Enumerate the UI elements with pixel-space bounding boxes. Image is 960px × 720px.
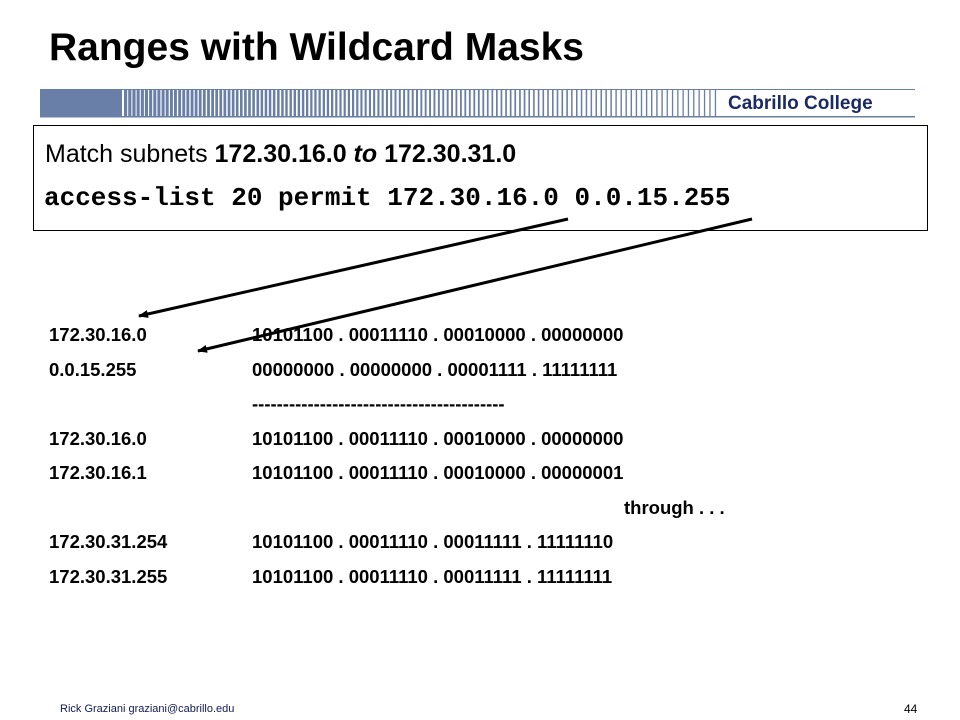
table-row: 172.30.31.254 10101100 . 00011110 . 00011… (49, 525, 725, 560)
slide-title: Ranges with Wildcard Masks (49, 26, 584, 69)
table-row: 172.30.16.0 10101100 . 00011110 . 0001000… (49, 318, 725, 353)
row-separator: ----------------------------------------… (252, 393, 505, 414)
match-line: Match subnets 172.30.16.0 to 172.30.31.0 (45, 136, 516, 172)
arrow-address (138, 217, 569, 318)
acl-box: Match subnets 172.30.16.0 to 172.30.31.0… (33, 125, 928, 231)
match-prefix: Match subnets (45, 140, 215, 168)
row-binary: 10101100 . 00011110 . 00011111 . 1111111… (252, 565, 613, 587)
table-row: 172.30.31.255 10101100 . 00011110 . 00011… (49, 560, 725, 595)
row-binary: 00000000 . 00000000 . 00001111 . 1111111… (252, 358, 618, 380)
row-address: 172.30.16.0 (49, 324, 147, 345)
acl-command: access-list 20 permit 172.30.16.0 0.0.15… (44, 183, 731, 213)
row-through: through . . . (624, 496, 725, 518)
table-row: 0.0.15.255 00000000 . 00000000 . 00001111… (49, 353, 725, 388)
row-address: 0.0.15.255 (49, 358, 137, 380)
footer-author: Rick Graziani graziani@cabrillo.edu (60, 703, 235, 715)
table-row: through . . . (49, 491, 725, 526)
row-binary: 10101100 . 00011110 . 00011111 . 1111111… (252, 531, 614, 552)
row-address: 172.30.31.254 (49, 531, 168, 552)
row-address: 172.30.16.0 (49, 427, 147, 449)
subnet-end: 172.30.31.0 (384, 140, 517, 168)
table-row: 172.30.16.1 10101100 . 00011110 . 0001000… (49, 456, 725, 491)
binary-table: 172.30.16.0 10101100 . 00011110 . 0001000… (49, 318, 725, 594)
row-binary: 10101100 . 00011110 . 00010000 . 0000000… (252, 324, 624, 345)
row-address: 172.30.31.255 (49, 565, 168, 587)
subnet-start: 172.30.16.0 (214, 140, 347, 168)
table-row: 172.30.16.0 10101100 . 00011110 . 0001000… (49, 422, 725, 457)
to-word: to (346, 140, 385, 168)
row-address: 172.30.16.1 (49, 462, 147, 483)
table-row: ----------------------------------------… (49, 387, 725, 422)
header-barcode-decoration (40, 89, 915, 118)
header-bar (40, 88, 915, 120)
brand-label: Cabrillo College (724, 93, 877, 115)
row-binary: 10101100 . 00011110 . 00010000 . 0000000… (252, 462, 624, 483)
page-number: 44 (904, 702, 918, 716)
row-binary: 10101100 . 00011110 . 00010000 . 0000000… (252, 427, 624, 449)
